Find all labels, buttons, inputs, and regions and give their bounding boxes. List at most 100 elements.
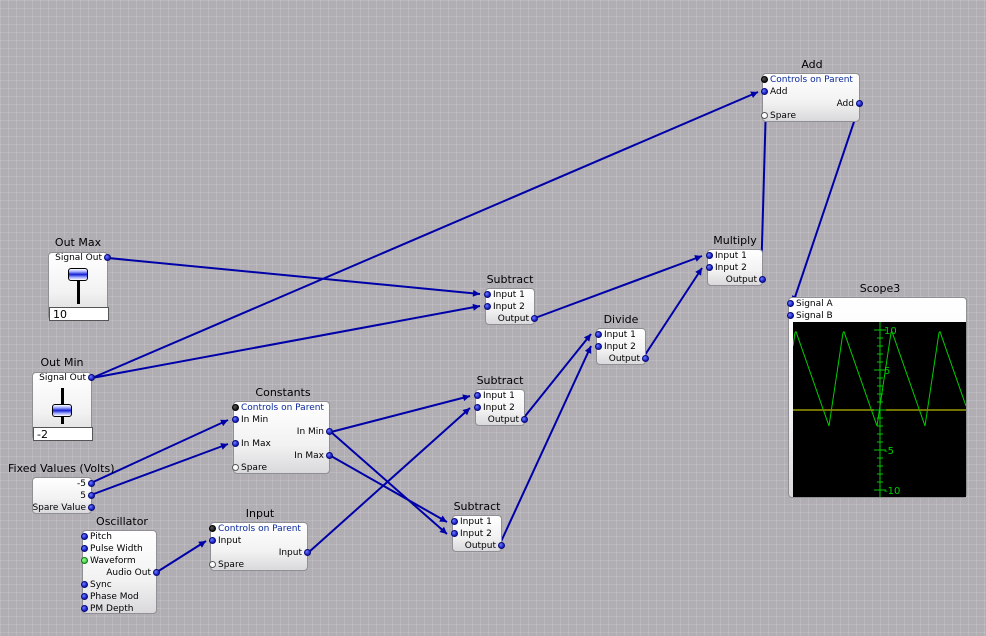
port-dot[interactable] <box>761 112 768 119</box>
port-dot[interactable] <box>761 76 768 83</box>
fixed-plus5-port[interactable]: 5 <box>80 491 95 502</box>
oscillator-audio-out-port[interactable]: Audio Out <box>106 568 160 579</box>
port-dot[interactable] <box>81 545 88 552</box>
port-dot[interactable] <box>81 581 88 588</box>
port-dot[interactable] <box>474 404 481 411</box>
port-dot[interactable] <box>81 557 88 564</box>
add-spare-port[interactable]: Spare <box>761 111 796 122</box>
constants-in-max-input[interactable]: In Max <box>232 439 271 450</box>
port-dot[interactable] <box>209 525 216 532</box>
cable-subtract1-to-multiply[interactable] <box>534 255 703 319</box>
port-dot[interactable] <box>706 264 713 271</box>
multiply-output-port[interactable]: Output <box>726 275 766 286</box>
port-dot[interactable] <box>232 404 239 411</box>
port-dot[interactable] <box>595 331 602 338</box>
port-dot[interactable] <box>153 569 160 576</box>
port-dot[interactable] <box>474 392 481 399</box>
port-dot[interactable] <box>104 254 111 261</box>
cable-oscillator-to-input[interactable] <box>156 540 207 573</box>
subtract2-module[interactable]: Input 1 Input 2 Output <box>474 389 528 426</box>
oscillator-phase-mod-port[interactable]: Phase Mod <box>81 592 139 603</box>
port-dot[interactable] <box>484 291 491 298</box>
cable-divide-to-multiply[interactable] <box>642 267 703 359</box>
cable-input-to-subtract2[interactable] <box>308 407 471 553</box>
cable-constants-max-to-subtract3[interactable] <box>330 455 448 523</box>
fixed-values-module[interactable]: -5 5 Spare Value <box>32 477 95 514</box>
oscillator-pitch-port[interactable]: Pitch <box>81 532 112 543</box>
port-dot[interactable] <box>498 542 505 549</box>
port-dot[interactable] <box>326 428 333 435</box>
port-dot[interactable] <box>595 343 602 350</box>
subtract2-output-port[interactable]: Output <box>488 415 528 426</box>
divide-output-port[interactable]: Output <box>609 354 649 365</box>
subtract3-input2-port[interactable]: Input 2 <box>451 529 492 540</box>
port-dot[interactable] <box>88 480 95 487</box>
subtract1-input2-port[interactable]: Input 2 <box>484 302 525 313</box>
subtract1-module[interactable]: Input 1 Input 2 Output <box>484 288 538 325</box>
out-max-slider-module[interactable]: Signal Out 10 <box>48 252 111 321</box>
port-dot[interactable] <box>232 464 239 471</box>
out-max-signal-out-port[interactable]: Signal Out <box>55 253 111 264</box>
port-dot[interactable] <box>88 374 95 381</box>
subtract1-output-port[interactable]: Output <box>498 314 538 325</box>
input-module[interactable]: Controls on Parent Input Input Spare <box>209 522 311 571</box>
scope-signal-a-port[interactable]: Signal A <box>787 299 833 310</box>
port-dot[interactable] <box>81 605 88 612</box>
divide-module[interactable]: Input 1 Input 2 Output <box>595 328 649 365</box>
input-in-port[interactable]: Input <box>209 536 241 547</box>
out-max-value[interactable]: 10 <box>49 307 109 321</box>
cable-subtract3-to-divide[interactable] <box>498 345 592 547</box>
add-module[interactable]: Controls on Parent Add Add Spare <box>761 73 863 122</box>
port-dot[interactable] <box>81 593 88 600</box>
cable-subtract2-to-divide[interactable] <box>521 333 592 421</box>
port-dot[interactable] <box>451 518 458 525</box>
cable-constants-min-to-subtract3[interactable] <box>330 431 448 535</box>
port-dot[interactable] <box>484 303 491 310</box>
oscillator-pulse-width-port[interactable]: Pulse Width <box>81 544 143 555</box>
port-dot[interactable] <box>759 276 766 283</box>
constants-spare-port[interactable]: Spare <box>232 463 267 474</box>
port-dot[interactable] <box>787 312 794 319</box>
port-dot[interactable] <box>209 537 216 544</box>
port-dot[interactable] <box>787 300 794 307</box>
out-min-slider-knob[interactable] <box>52 403 72 417</box>
port-dot[interactable] <box>232 440 239 447</box>
subtract3-module[interactable]: Input 1 Input 2 Output <box>451 515 505 552</box>
oscillator-module[interactable]: Pitch Pulse Width Waveform Audio Out Syn… <box>81 530 160 614</box>
cable-constants-min-to-subtract2[interactable] <box>330 395 471 433</box>
subtract2-input1-port[interactable]: Input 1 <box>474 391 515 402</box>
port-dot[interactable] <box>81 533 88 540</box>
port-dot[interactable] <box>856 100 863 107</box>
port-dot[interactable] <box>232 416 239 423</box>
out-min-signal-out-port[interactable]: Signal Out <box>39 373 95 384</box>
port-dot[interactable] <box>521 416 528 423</box>
constants-module[interactable]: Controls on Parent In Min In Min In Max … <box>232 401 333 474</box>
add-input-port[interactable]: Add <box>761 87 787 98</box>
input-controls-on-parent[interactable]: Controls on Parent <box>209 524 301 535</box>
add-controls-on-parent[interactable]: Controls on Parent <box>761 75 853 86</box>
scope-signal-b-port[interactable]: Signal B <box>787 311 833 322</box>
add-output-port[interactable]: Add <box>837 99 863 110</box>
port-dot[interactable] <box>761 88 768 95</box>
input-out-port[interactable]: Input <box>279 548 311 559</box>
port-dot[interactable] <box>88 504 95 511</box>
cable-out-max-to-subtract1[interactable] <box>107 257 481 295</box>
multiply-input1-port[interactable]: Input 1 <box>706 251 747 262</box>
divide-input1-port[interactable]: Input 1 <box>595 330 636 341</box>
out-min-slider-module[interactable]: Signal Out -2 <box>32 372 95 441</box>
subtract1-input1-port[interactable]: Input 1 <box>484 290 525 301</box>
cable-out-min-to-add[interactable] <box>91 91 759 379</box>
subtract3-input1-port[interactable]: Input 1 <box>451 517 492 528</box>
cable-fixed-minus5-to-constants[interactable] <box>90 419 229 484</box>
subtract2-input2-port[interactable]: Input 2 <box>474 403 515 414</box>
oscillator-sync-port[interactable]: Sync <box>81 580 112 591</box>
port-dot[interactable] <box>706 252 713 259</box>
multiply-input2-port[interactable]: Input 2 <box>706 263 747 274</box>
port-dot[interactable] <box>451 530 458 537</box>
fixed-spare-value-port[interactable]: Spare Value <box>32 503 95 514</box>
input-spare-port[interactable]: Spare <box>209 560 244 571</box>
cable-out-min-to-subtract1[interactable] <box>91 305 481 379</box>
out-max-slider-knob[interactable] <box>68 268 88 281</box>
port-dot[interactable] <box>531 315 538 322</box>
cable-add-to-scope[interactable] <box>792 103 861 304</box>
